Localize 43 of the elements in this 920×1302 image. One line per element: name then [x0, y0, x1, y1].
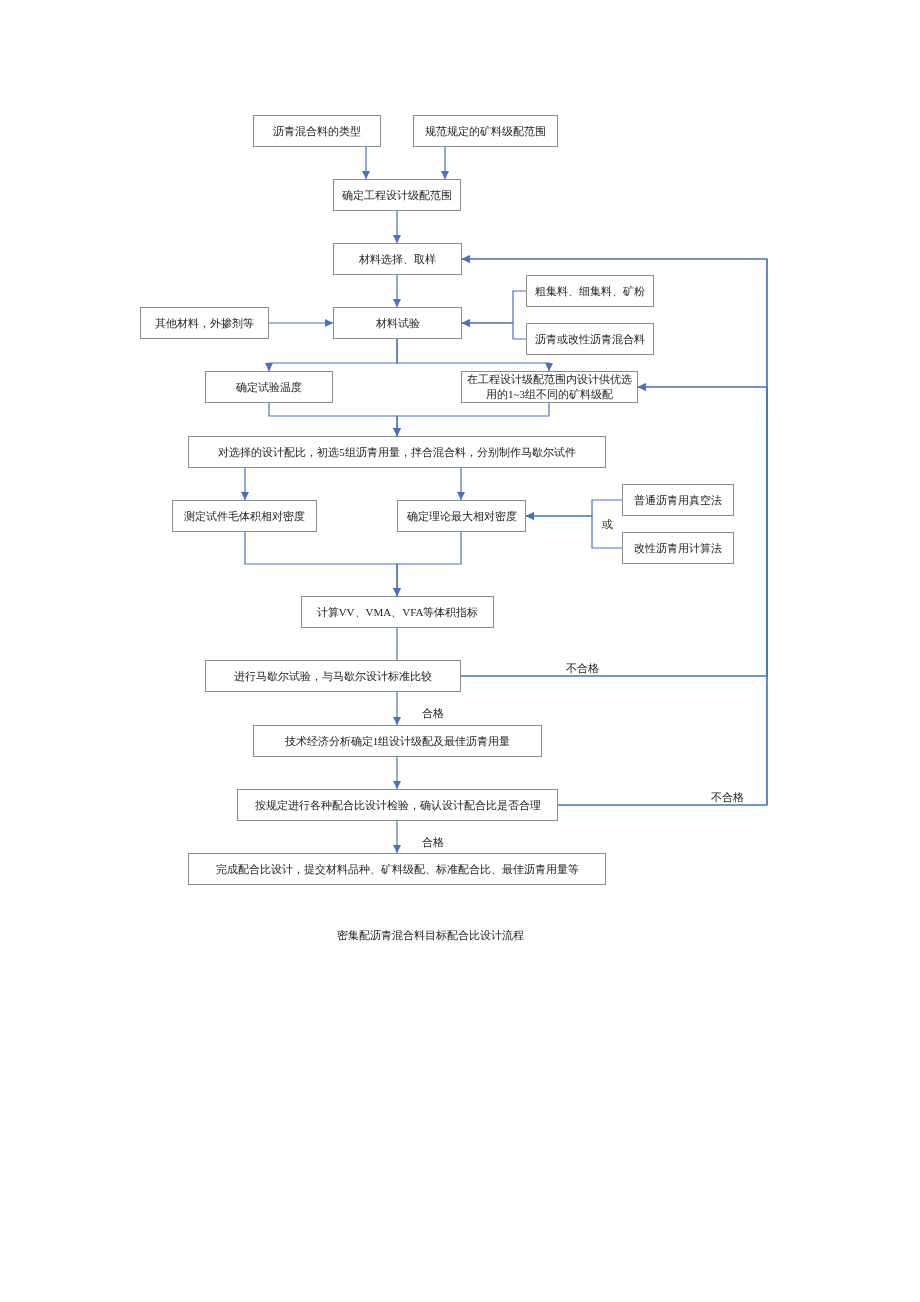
arrow [393, 531, 462, 597]
arrow [441, 146, 449, 180]
edge-label: 合格 [420, 706, 446, 720]
process-box: 其他材料，外掺剂等 [140, 307, 269, 339]
process-box: 按规定进行各种配合比设计检验，确认设计配合比是否合理 [237, 789, 558, 821]
arrow [393, 691, 401, 726]
process-box: 确定工程设计级配范围 [333, 179, 461, 211]
process-box: 测定试件毛体积相对密度 [172, 500, 317, 532]
process-box: 技术经济分析确定1组设计级配及最佳沥青用量 [253, 725, 542, 757]
process-box: 确定试验温度 [205, 371, 333, 403]
process-box: 普通沥青用真空法 [622, 484, 734, 516]
arrow [362, 146, 370, 180]
arrow [268, 319, 334, 327]
edge-label: 不合格 [563, 661, 601, 675]
arrow [241, 467, 249, 501]
process-box: 沥青混合料的类型 [253, 115, 381, 147]
process-box: 完成配合比设计，提交材料品种、矿料级配、标准配合比、最佳沥青用量等 [188, 853, 606, 885]
arrow [393, 274, 401, 308]
process-box: 计算VV、VMA、VFA等体积指标 [301, 596, 494, 628]
annotation-text: 或 [599, 517, 615, 531]
process-box: 进行马歇尔试验，与马歇尔设计标准比较 [205, 660, 461, 692]
process-box: 改性沥青用计算法 [622, 532, 734, 564]
process-box: 对选择的设计配比，初选5组沥青用量，拌合混合料，分别制作马歇尔试件 [188, 436, 606, 468]
edge-label: 合格 [420, 835, 446, 849]
connector-line [396, 627, 398, 661]
arrow [461, 319, 527, 340]
process-box: 确定理论最大相对密度 [397, 500, 526, 532]
arrow [393, 210, 401, 244]
process-box: 材料选择、取样 [333, 243, 462, 275]
caption: 密集配沥青混合料目标配合比设计流程 [334, 928, 526, 942]
process-box: 沥青或改性沥青混合料 [526, 323, 654, 355]
process-box: 粗集料、细集料、矿粉 [526, 275, 654, 307]
process-box: 材料试验 [333, 307, 462, 339]
arrow [557, 383, 768, 806]
arrow [457, 467, 465, 501]
process-box: 在工程设计级配范围内设计供优选用的1~3组不同的矿料级配 [461, 371, 638, 403]
edge-label: 不合格 [708, 790, 746, 804]
arrow [396, 338, 553, 372]
arrow [525, 512, 623, 549]
arrow [393, 402, 550, 437]
arrow [393, 756, 401, 790]
arrow [393, 820, 401, 854]
process-box: 规范规定的矿料级配范围 [413, 115, 558, 147]
